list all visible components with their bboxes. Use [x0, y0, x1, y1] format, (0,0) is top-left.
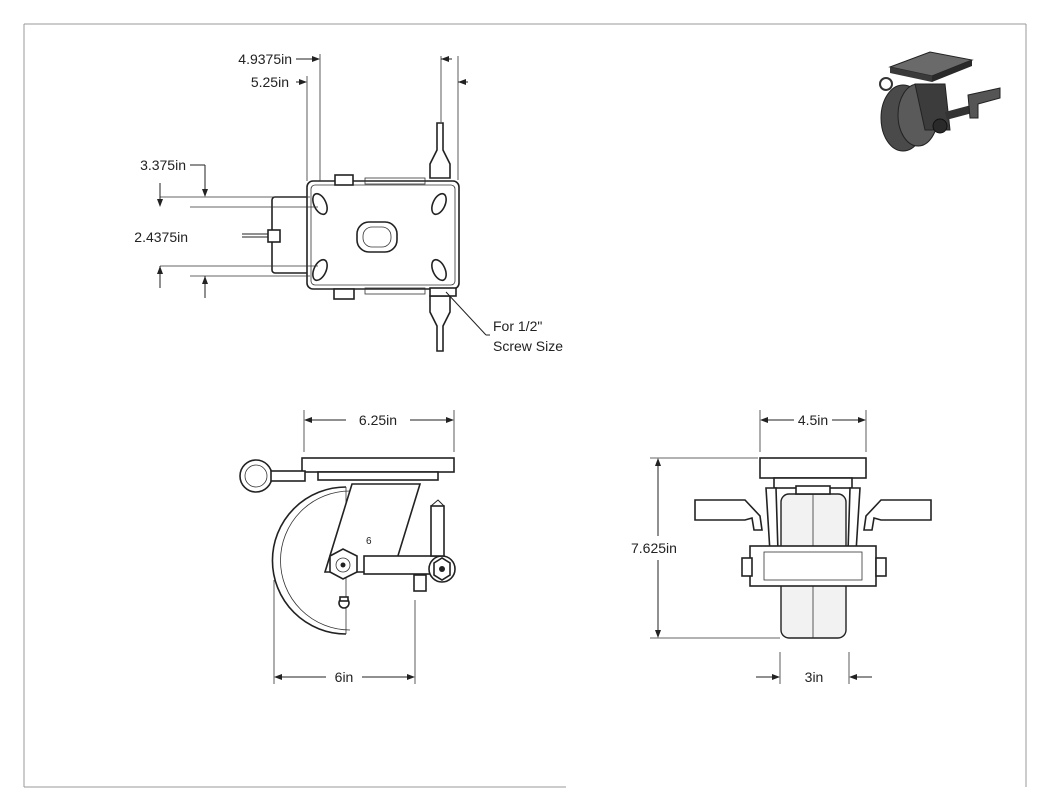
dim-hole-spacing-b: 2.4375in [134, 229, 188, 245]
side-view: 6 [239, 410, 456, 684]
dim-overall-height: 7.625in [631, 540, 677, 556]
screw-note-line2: Screw Size [493, 338, 563, 354]
wheel-marking: 6 [366, 536, 372, 547]
dim-side-plate-width: 6.25in [359, 412, 397, 428]
dim-top-width-b: 5.25in [251, 74, 289, 90]
top-view [157, 54, 490, 352]
front-view [650, 410, 932, 684]
isometric-view [879, 51, 1001, 152]
dim-hole-spacing-a: 3.375in [140, 157, 186, 173]
dim-front-plate-width: 4.5in [798, 412, 828, 428]
sheet-border [23, 23, 1027, 788]
dim-top-width-a: 4.9375in [238, 51, 292, 67]
dim-wheel-width: 3in [805, 669, 824, 685]
dim-wheel-diameter: 6in [335, 669, 354, 685]
screw-note-line1: For 1/2" [493, 318, 542, 334]
